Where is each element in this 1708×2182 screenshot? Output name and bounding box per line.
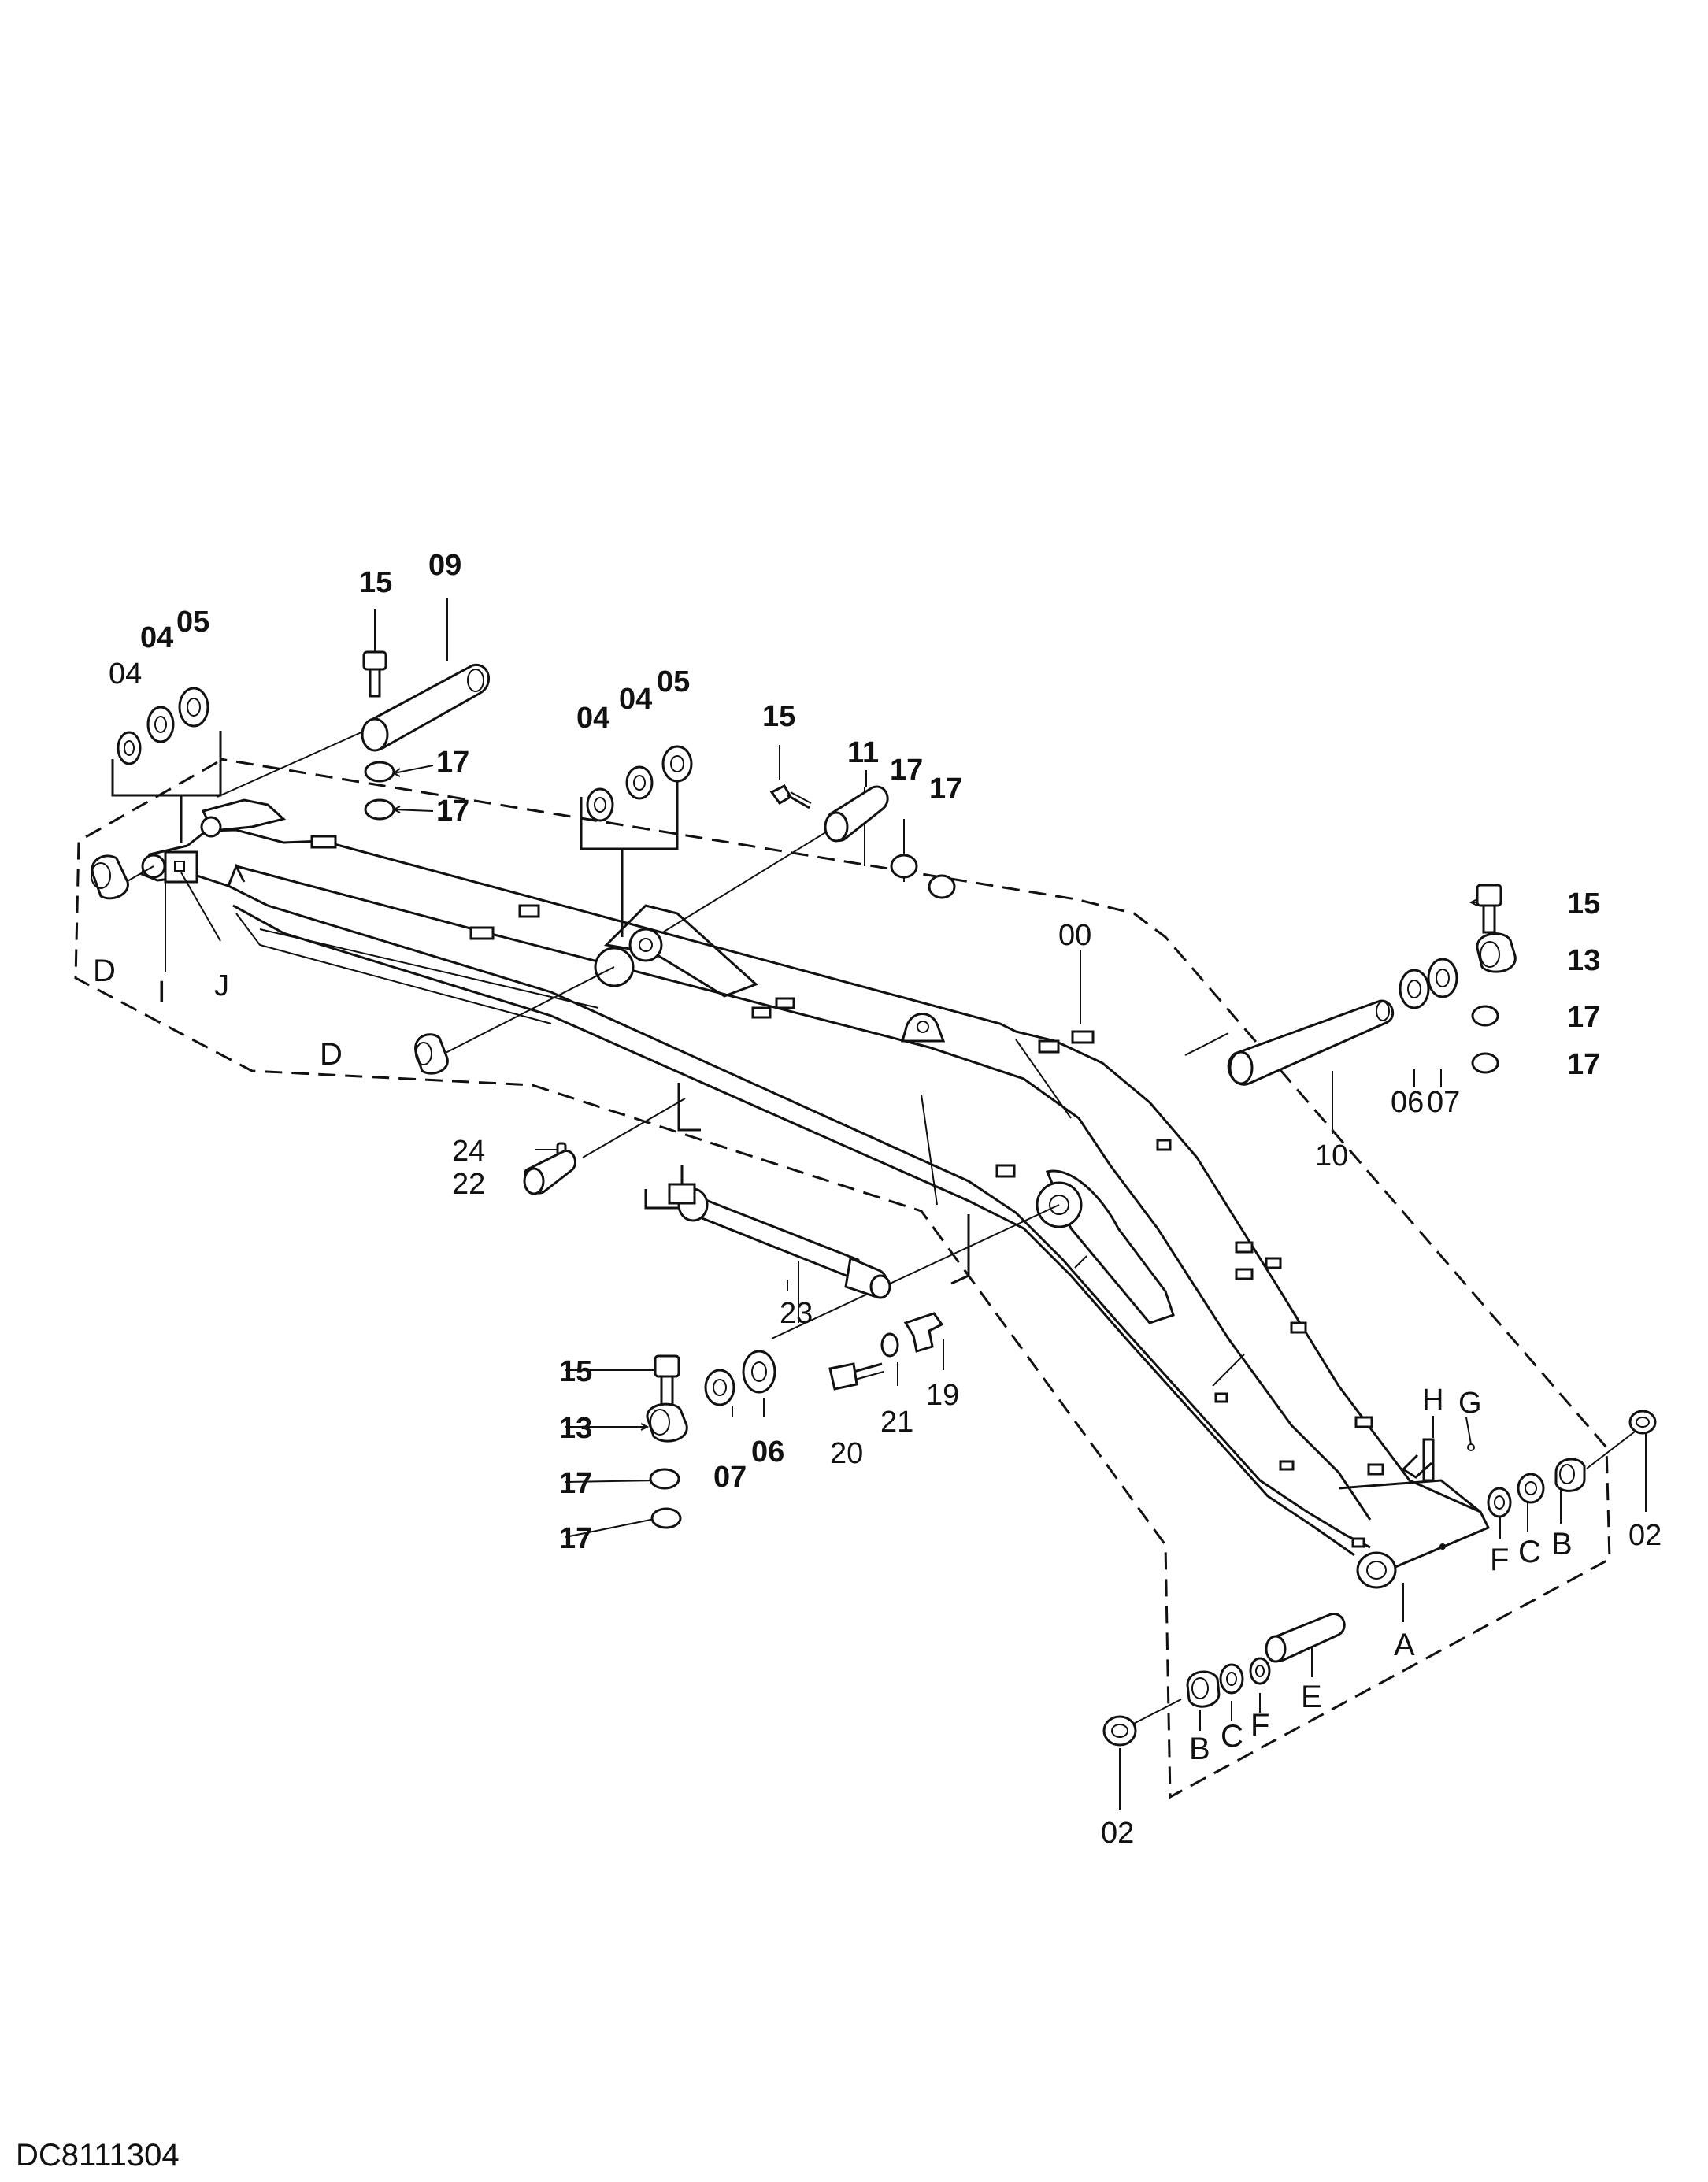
washer-05-b [661, 745, 693, 783]
label-24: 24 [452, 1135, 485, 1168]
label-21: 21 [880, 1406, 913, 1439]
label-22: 22 [452, 1168, 485, 1201]
label-04-d: 04 [619, 683, 652, 716]
washer-21 [880, 1332, 899, 1358]
label-D-a: D [93, 954, 116, 988]
assembly-boundary [74, 758, 1611, 1799]
label-15-b: 15 [762, 700, 795, 733]
washer-06-b [1399, 969, 1430, 1009]
collar-13-b [1476, 932, 1517, 973]
label-17-b: 17 [436, 795, 469, 828]
label-07-a: 07 [713, 1461, 747, 1494]
label-J: J [214, 969, 229, 1002]
drawing-code: DC8111304 [16, 2138, 180, 2173]
label-23: 23 [780, 1297, 813, 1330]
label-C-b: C [1221, 1719, 1243, 1754]
washer-04-d [625, 765, 654, 800]
nut-17-c [890, 854, 918, 879]
seal-F-b [1249, 1657, 1271, 1685]
label-05-b: 05 [657, 665, 690, 698]
label-15-d: 15 [1567, 887, 1600, 921]
plate-02-a [1628, 1410, 1657, 1435]
label-04-a: 04 [109, 658, 142, 691]
label-17-h: 17 [1567, 1048, 1600, 1081]
label-15-c: 15 [559, 1355, 592, 1388]
label-I: I [157, 976, 166, 1009]
bolt-15-c [654, 1354, 680, 1378]
label-D-b: D [320, 1037, 343, 1072]
label-06-b: 06 [1391, 1086, 1424, 1119]
seal-F-a [1487, 1487, 1512, 1518]
pin-10 [1227, 999, 1395, 1086]
label-E: E [1301, 1680, 1322, 1714]
label-17-e: 17 [559, 1467, 592, 1500]
label-B-a: B [1551, 1527, 1573, 1561]
label-15-a: 15 [359, 566, 392, 599]
collar-13-a [646, 1402, 688, 1443]
label-07-b: 07 [1427, 1086, 1460, 1119]
bolt-15-b [769, 784, 793, 805]
label-10: 10 [1315, 1139, 1348, 1173]
nut-17-a [364, 761, 395, 783]
nut-17-d [928, 874, 956, 899]
washer-04-a [117, 731, 142, 765]
label-C-a: C [1518, 1535, 1541, 1569]
callout-labels: 00 04 04 05 15 09 17 17 D I J 04 04 05 1… [93, 549, 1662, 1850]
washer-05-a [178, 687, 209, 728]
bolt-20 [828, 1362, 858, 1391]
cylinder-23 [687, 1191, 869, 1286]
nut-17-g [1471, 1005, 1499, 1027]
label-00: 00 [1058, 919, 1091, 952]
label-17-f: 17 [559, 1522, 592, 1555]
label-09: 09 [428, 549, 461, 582]
nut-17-f [650, 1507, 682, 1529]
boom-structure [140, 798, 1491, 1589]
label-B-b: B [1189, 1732, 1210, 1766]
label-20: 20 [830, 1437, 863, 1470]
label-F-b: F [1250, 1708, 1269, 1743]
label-02-b: 02 [1101, 1817, 1134, 1850]
label-17-g: 17 [1567, 1001, 1600, 1034]
label-13-b: 13 [1567, 944, 1600, 977]
label-11: 11 [847, 736, 879, 769]
nut-17-h [1471, 1052, 1499, 1074]
label-17-c: 17 [890, 754, 923, 787]
label-04-b: 04 [140, 621, 173, 654]
ring-C-b [1219, 1663, 1244, 1695]
label-F-a: F [1490, 1543, 1509, 1577]
label-06-a: 06 [751, 1436, 784, 1469]
label-A: A [1394, 1628, 1415, 1662]
label-G: G [1458, 1387, 1482, 1420]
label-17-a: 17 [436, 746, 469, 779]
label-13-a: 13 [559, 1412, 592, 1445]
label-04-c: 04 [576, 702, 609, 735]
washer-04-c [586, 787, 614, 822]
washer-07-a [704, 1369, 735, 1406]
label-19: 19 [926, 1379, 959, 1412]
plate-02-b [1102, 1715, 1137, 1747]
nut-17-e [649, 1468, 680, 1490]
label-02-a: 02 [1628, 1519, 1662, 1552]
loose-parts [91, 650, 1657, 1747]
clip-19 [903, 1312, 944, 1353]
washer-06-a [742, 1350, 776, 1394]
ring-C-a [1517, 1473, 1545, 1504]
washer-07-b [1427, 958, 1458, 998]
washer-04-b [146, 706, 175, 743]
nut-17-b [364, 798, 395, 821]
bolt-15-d [1476, 884, 1502, 907]
label-05-a: 05 [176, 606, 209, 639]
label-H: H [1422, 1384, 1443, 1417]
bolt-15-a [362, 650, 387, 671]
label-17-d: 17 [929, 772, 962, 806]
